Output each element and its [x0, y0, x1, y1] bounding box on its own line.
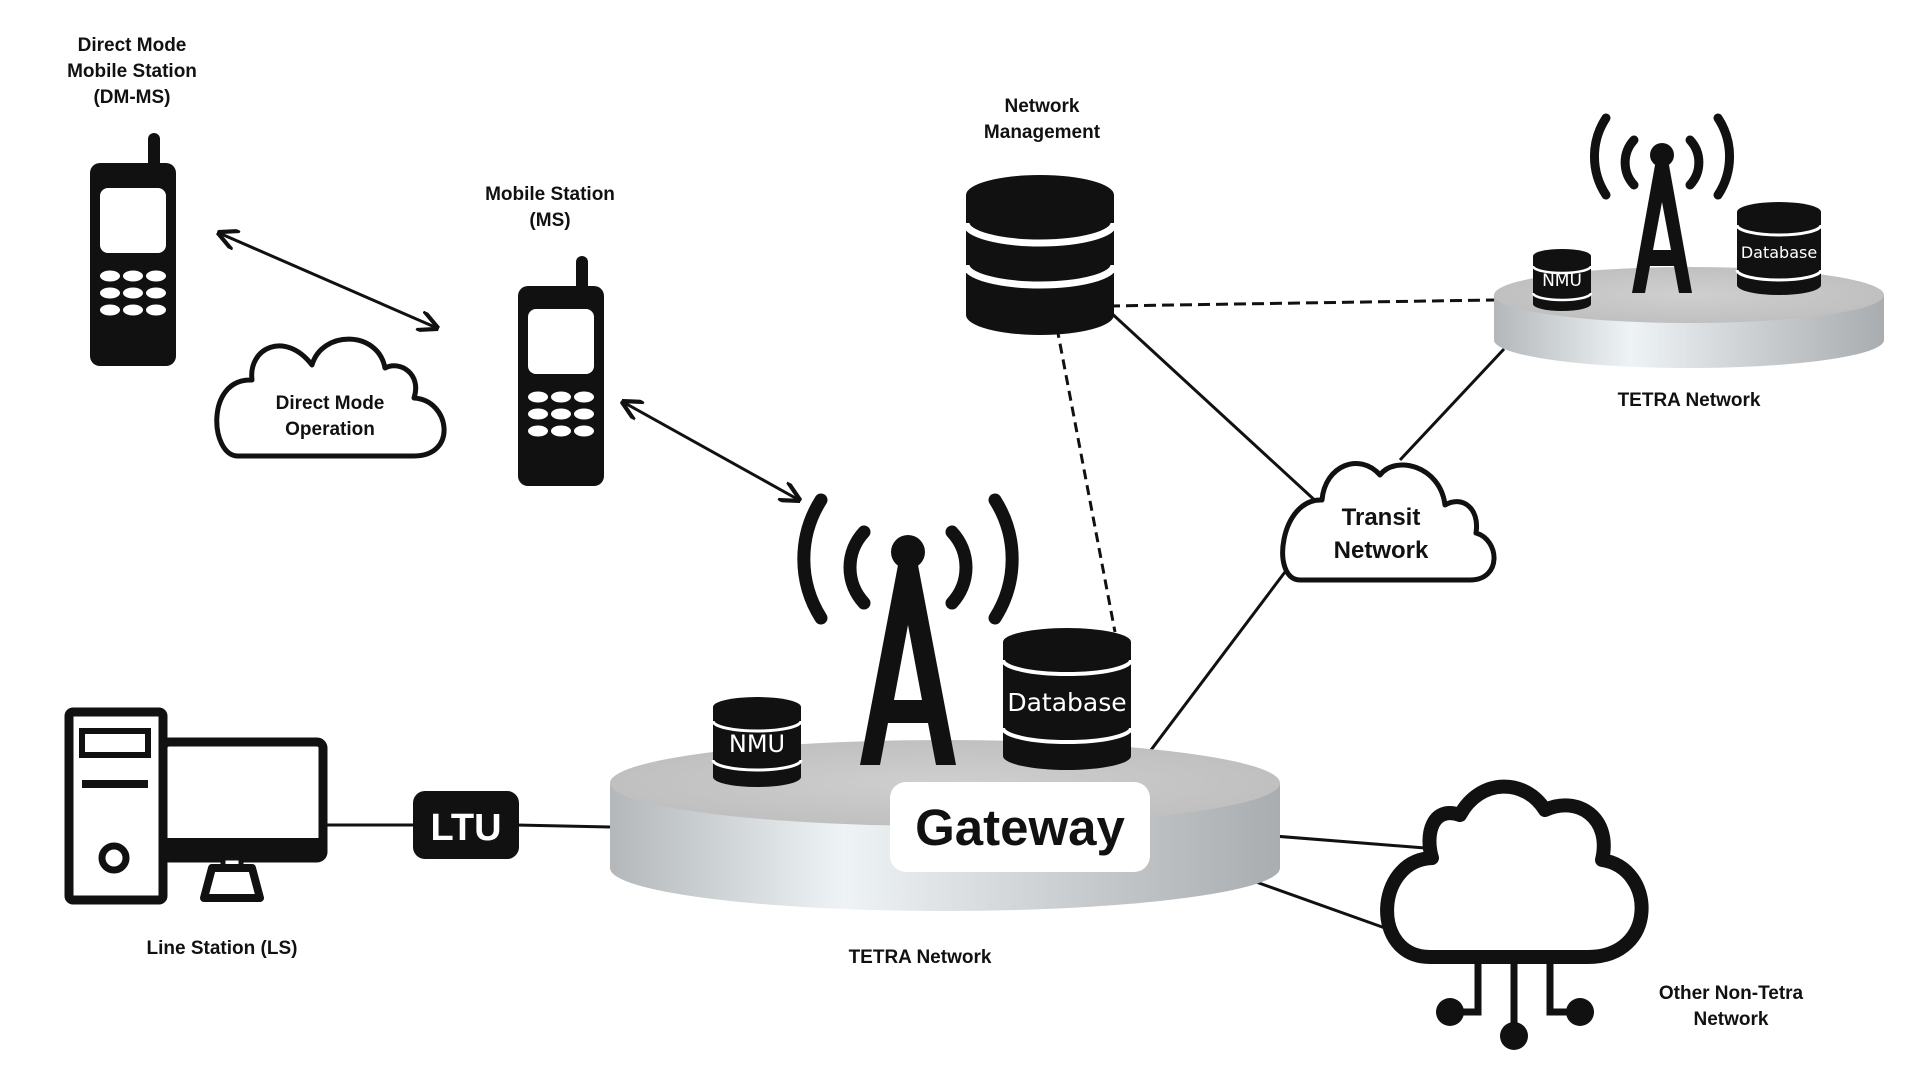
transit-to-main-line: [1140, 571, 1287, 763]
dm-ms-label-line1: Direct Mode: [78, 35, 187, 56]
netmgmt-label-line2: Management: [984, 122, 1101, 143]
nmu-right-label: NMU: [1542, 271, 1582, 291]
ms-label-line2: (MS): [529, 210, 570, 231]
antenna-tower-right-icon: [1589, 113, 1735, 293]
other-network-label-line2: Network: [1694, 1009, 1769, 1030]
transit-network-cloud-icon: Transit Network: [1280, 461, 1497, 583]
dm-ms-label-line2: Mobile Station: [67, 61, 197, 82]
database-main-label: Database: [1007, 688, 1126, 717]
dm-ms-to-ms-arrow: [219, 233, 437, 328]
database-right-label: Database: [1741, 243, 1817, 262]
direct-mode-label-line2: Operation: [285, 419, 375, 440]
gateway-label: Gateway: [915, 799, 1125, 856]
direct-mode-cloud-icon: Direct Mode Operation: [214, 336, 447, 459]
ms-mobile-phone-icon: [518, 256, 604, 486]
ltu-to-platform-line: [515, 823, 611, 829]
nmu-right-database-icon: NMU: [1531, 249, 1593, 311]
database-main-icon: Database: [1001, 628, 1133, 770]
database-right-icon: Database: [1735, 202, 1823, 295]
ms-to-tower-arrow: [623, 402, 799, 500]
transit-label-line1: Transit: [1342, 504, 1421, 531]
nmu-main-label: NMU: [729, 730, 785, 758]
tetra-right-label: TETRA Network: [1618, 390, 1761, 411]
dm-ms-mobile-phone-icon: [90, 133, 176, 366]
netmgmt-label-line1: Network: [1005, 96, 1080, 117]
antenna-tower-icon: [797, 493, 1019, 765]
ltu-label: LTU: [430, 807, 501, 849]
netmgmt-to-transit-line: [1106, 308, 1322, 507]
connections: [219, 233, 1506, 930]
dm-ms-label-line3: (DM-MS): [93, 87, 170, 108]
transit-to-tetra-right-line: [1398, 347, 1506, 462]
ltu-box: LTU: [413, 791, 519, 859]
ms-label-line1: Mobile Station: [485, 184, 615, 205]
network-management-database-icon: [962, 175, 1118, 335]
netmgmt-to-tetra-right-dashed: [1107, 298, 1495, 308]
cloud-network-icon: [1380, 779, 1649, 1050]
gateway-box: Gateway: [890, 782, 1150, 872]
netmgmt-to-db-dashed: [1055, 327, 1117, 633]
line-station-label: Line Station (LS): [147, 938, 298, 959]
tetra-main-label: TETRA Network: [849, 947, 992, 968]
transit-label-line2: Network: [1334, 537, 1429, 564]
other-network-label-line1: Other Non-Tetra: [1659, 983, 1804, 1004]
line-station-computer-icon: [64, 707, 328, 905]
direct-mode-label-line1: Direct Mode: [276, 393, 385, 414]
nmu-main-database-icon: NMU: [711, 697, 803, 787]
